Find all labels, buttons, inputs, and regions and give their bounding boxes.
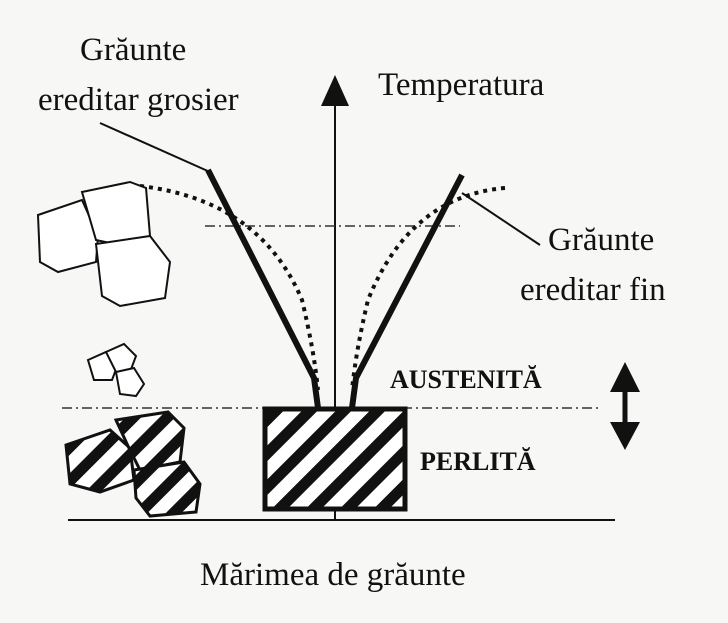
fine-label-pointer xyxy=(461,192,541,246)
coarse-label-pointer xyxy=(99,122,211,173)
pearlite-label: PERLITĂ xyxy=(420,447,536,476)
coarse-grain-curve xyxy=(205,168,321,409)
double-arrow-icon xyxy=(610,362,640,450)
coarse-grain-dotted-curve xyxy=(139,184,320,391)
x-axis-label: Mărimea de grăunte xyxy=(200,557,466,593)
fine-grain-label-line2: ereditar fin xyxy=(520,272,666,308)
small-grains-outline xyxy=(86,342,146,398)
fine-grain-dotted-curve xyxy=(350,186,506,391)
fine-grain-label-line1: Grăunte xyxy=(548,222,654,258)
coarse-grain-label-line2: ereditar grosier xyxy=(38,82,239,118)
pearlite-block xyxy=(262,406,408,512)
pearlite-grains xyxy=(64,410,202,518)
temperature-axis-arrow xyxy=(321,75,349,106)
temperature-label: Temperatura xyxy=(378,67,545,103)
coarse-grain-label-line1: Grăunte xyxy=(80,32,186,68)
coarse-grains-outline xyxy=(36,180,172,308)
fine-grain-curve xyxy=(349,173,465,409)
austenite-label: AUSTENITĂ xyxy=(390,365,542,394)
